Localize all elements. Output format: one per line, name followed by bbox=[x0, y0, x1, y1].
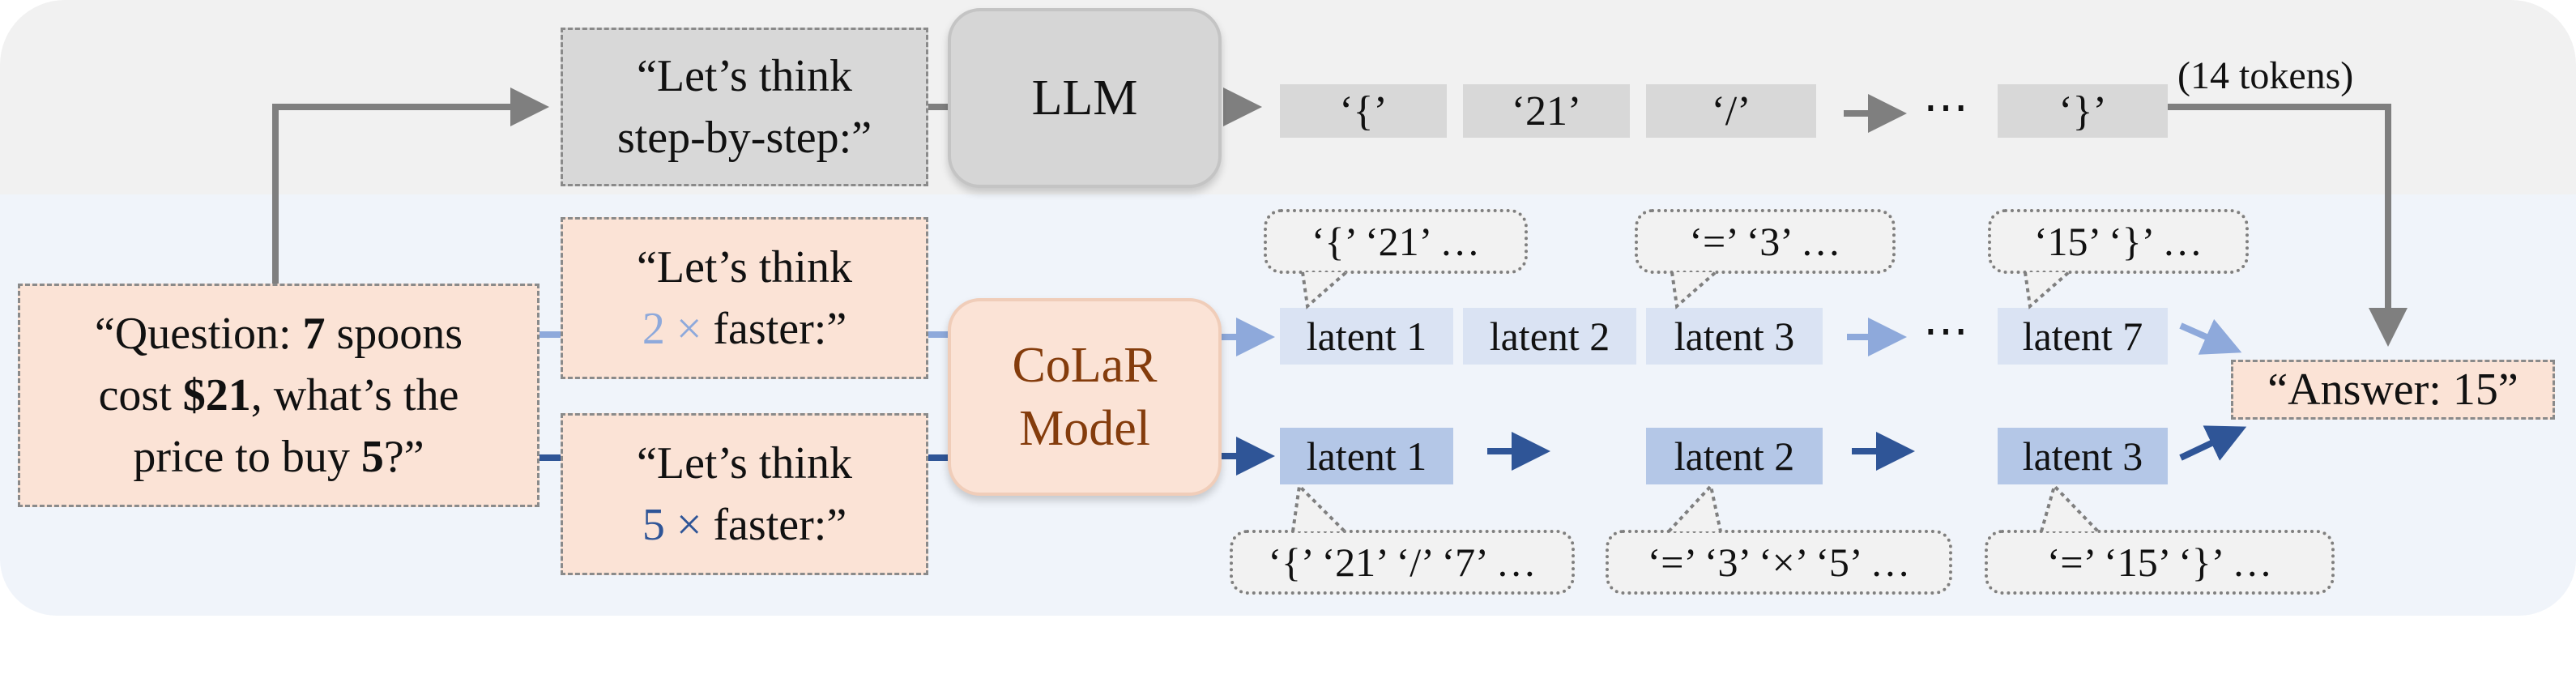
answer-box: “Answer: 15” bbox=[2231, 360, 2555, 420]
bubble-tail-5x-3 bbox=[2040, 483, 2100, 533]
cot-token-last: ‘}’ bbox=[1998, 84, 2168, 138]
bubble-5x-3: ‘=’ ‘15’ ‘}’ … bbox=[1985, 530, 2335, 595]
bubble-tail-2x-2 bbox=[1670, 271, 1717, 309]
arrow-question-to-cot bbox=[272, 87, 549, 284]
latent-2x-3: latent 3 bbox=[1646, 308, 1823, 365]
cot-prompt-box: “Let’s think step-by-step:” bbox=[561, 28, 928, 186]
bubble-2x-2: ‘=’ ‘3’ … bbox=[1635, 209, 1896, 274]
question-line-3: price to buy 5?” bbox=[133, 432, 424, 482]
colar-model-box: CoLaR Model bbox=[948, 298, 1222, 496]
llm-box: LLM bbox=[948, 8, 1222, 188]
latent-5x-2: latent 2 bbox=[1646, 428, 1823, 484]
question-line-2: cost $21, what’s the bbox=[98, 370, 459, 420]
question-box: “Question: 7 spoons cost $21, what’s the… bbox=[18, 284, 540, 507]
arrow-latent7-to-answer bbox=[2179, 318, 2242, 355]
cot-token-3: ‘/’ bbox=[1646, 84, 1816, 138]
latent-5x-3: latent 3 bbox=[1998, 428, 2168, 484]
arrow-tokens-to-answer bbox=[2168, 104, 2408, 347]
speedup-factor-2x: 2 × bbox=[642, 304, 702, 354]
bubble-5x-1: ‘{’ ‘21’ ‘/’ ‘7’ … bbox=[1230, 530, 1575, 595]
latent-5x-1: latent 1 bbox=[1280, 428, 1453, 484]
bubble-2x-1: ‘{’ ‘21’ … bbox=[1264, 209, 1528, 274]
latent-2x-ellipsis: ⋯ bbox=[1923, 306, 1968, 356]
latent-2x-7: latent 7 bbox=[1998, 308, 2168, 365]
bubble-tail-2x-3 bbox=[2024, 271, 2071, 309]
speedup-factor-5x: 5 × bbox=[642, 500, 702, 550]
latent-2x-2: latent 2 bbox=[1463, 308, 1636, 365]
bubble-5x-2: ‘=’ ‘3’ ‘×’ ‘5’ … bbox=[1606, 530, 1952, 595]
question-line-1: “Question: 7 spoons bbox=[94, 309, 463, 359]
cot-token-1: ‘{’ bbox=[1280, 84, 1447, 138]
latent-2x-1: latent 1 bbox=[1280, 308, 1453, 365]
bubble-2x-3: ‘15’ ‘}’ … bbox=[1988, 209, 2249, 274]
bubble-tail-5x-2 bbox=[1667, 482, 1722, 533]
prompt-2x-box: “Let’s think 2 × faster:” bbox=[561, 217, 928, 379]
bubble-tail-5x-1 bbox=[1291, 482, 1346, 533]
token-count-label: (14 tokens) bbox=[2177, 54, 2354, 97]
prompt-5x-box: “Let’s think 5 × faster:” bbox=[561, 413, 928, 575]
cot-token-2: ‘21’ bbox=[1463, 84, 1630, 138]
cot-ellipsis: ⋯ bbox=[1923, 83, 1968, 133]
arrow-latent3-to-answer-5x bbox=[2179, 425, 2247, 461]
bubble-tail-2x-1 bbox=[1301, 271, 1348, 309]
